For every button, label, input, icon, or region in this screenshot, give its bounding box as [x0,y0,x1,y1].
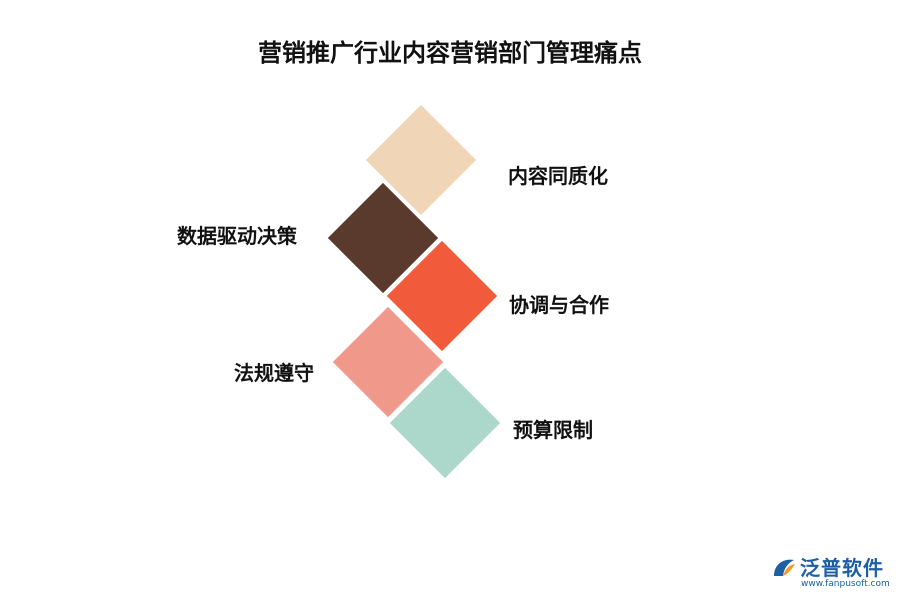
label-regulatory-compliance: 法规遵守 [234,361,314,385]
label-content-homogenization: 内容同质化 [508,164,608,188]
brand-logo: 泛普软件 www.fanpusoft.com [770,552,895,592]
label-budget-limit: 预算限制 [513,418,593,442]
label-data-driven-decision: 数据驱动决策 [177,224,297,248]
diagram-title: 营销推广行业内容营销部门管理痛点 [258,39,642,67]
fanpu-logo-icon [774,559,795,576]
label-coordination-cooperation: 协调与合作 [509,293,609,317]
brand-name: 泛普软件 [800,556,884,580]
brand-url: www.fanpusoft.com [801,579,890,589]
